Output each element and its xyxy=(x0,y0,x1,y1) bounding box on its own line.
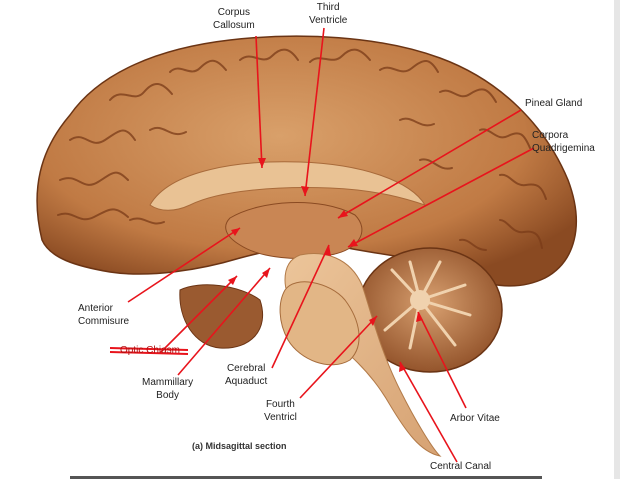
label-central-canal: Central Canal xyxy=(430,461,492,472)
right-scroll-edge xyxy=(614,0,620,479)
diencephalon xyxy=(225,202,363,259)
label-anterior-commisure: Anterior Commisure xyxy=(78,303,130,327)
label-third-ventricle: Third Ventricle xyxy=(309,2,348,26)
label-arbor-vitae: Arbor Vitae xyxy=(450,413,500,424)
label-fourth-ventricle: Fourth Ventricl xyxy=(264,399,297,423)
label-mammillary-body: Mammillary Body xyxy=(142,377,194,401)
pons xyxy=(279,281,360,366)
label-corpus-callosum: Corpus Callosum xyxy=(213,7,255,31)
label-corpora-quadrigemina: Corpora Quadrigemina xyxy=(532,130,595,154)
figure-caption: (a) Midsagittal section xyxy=(192,441,287,451)
label-optic-chiasm-struck: Optic Chiasm xyxy=(120,345,181,356)
label-cerebral-aquaduct: Cerebral Aquaduct xyxy=(225,363,268,387)
bottom-divider xyxy=(70,476,542,479)
cerebrum xyxy=(36,35,577,287)
corpus-callosum-shape xyxy=(149,161,427,211)
temporal-underside xyxy=(179,284,264,349)
pointer-arrowheads xyxy=(228,158,423,372)
label-pineal-gland: Pineal Gland xyxy=(525,98,583,109)
pointer-lines xyxy=(127,27,535,463)
strike-through-scribble xyxy=(109,347,189,355)
gyri-folds xyxy=(57,48,547,251)
